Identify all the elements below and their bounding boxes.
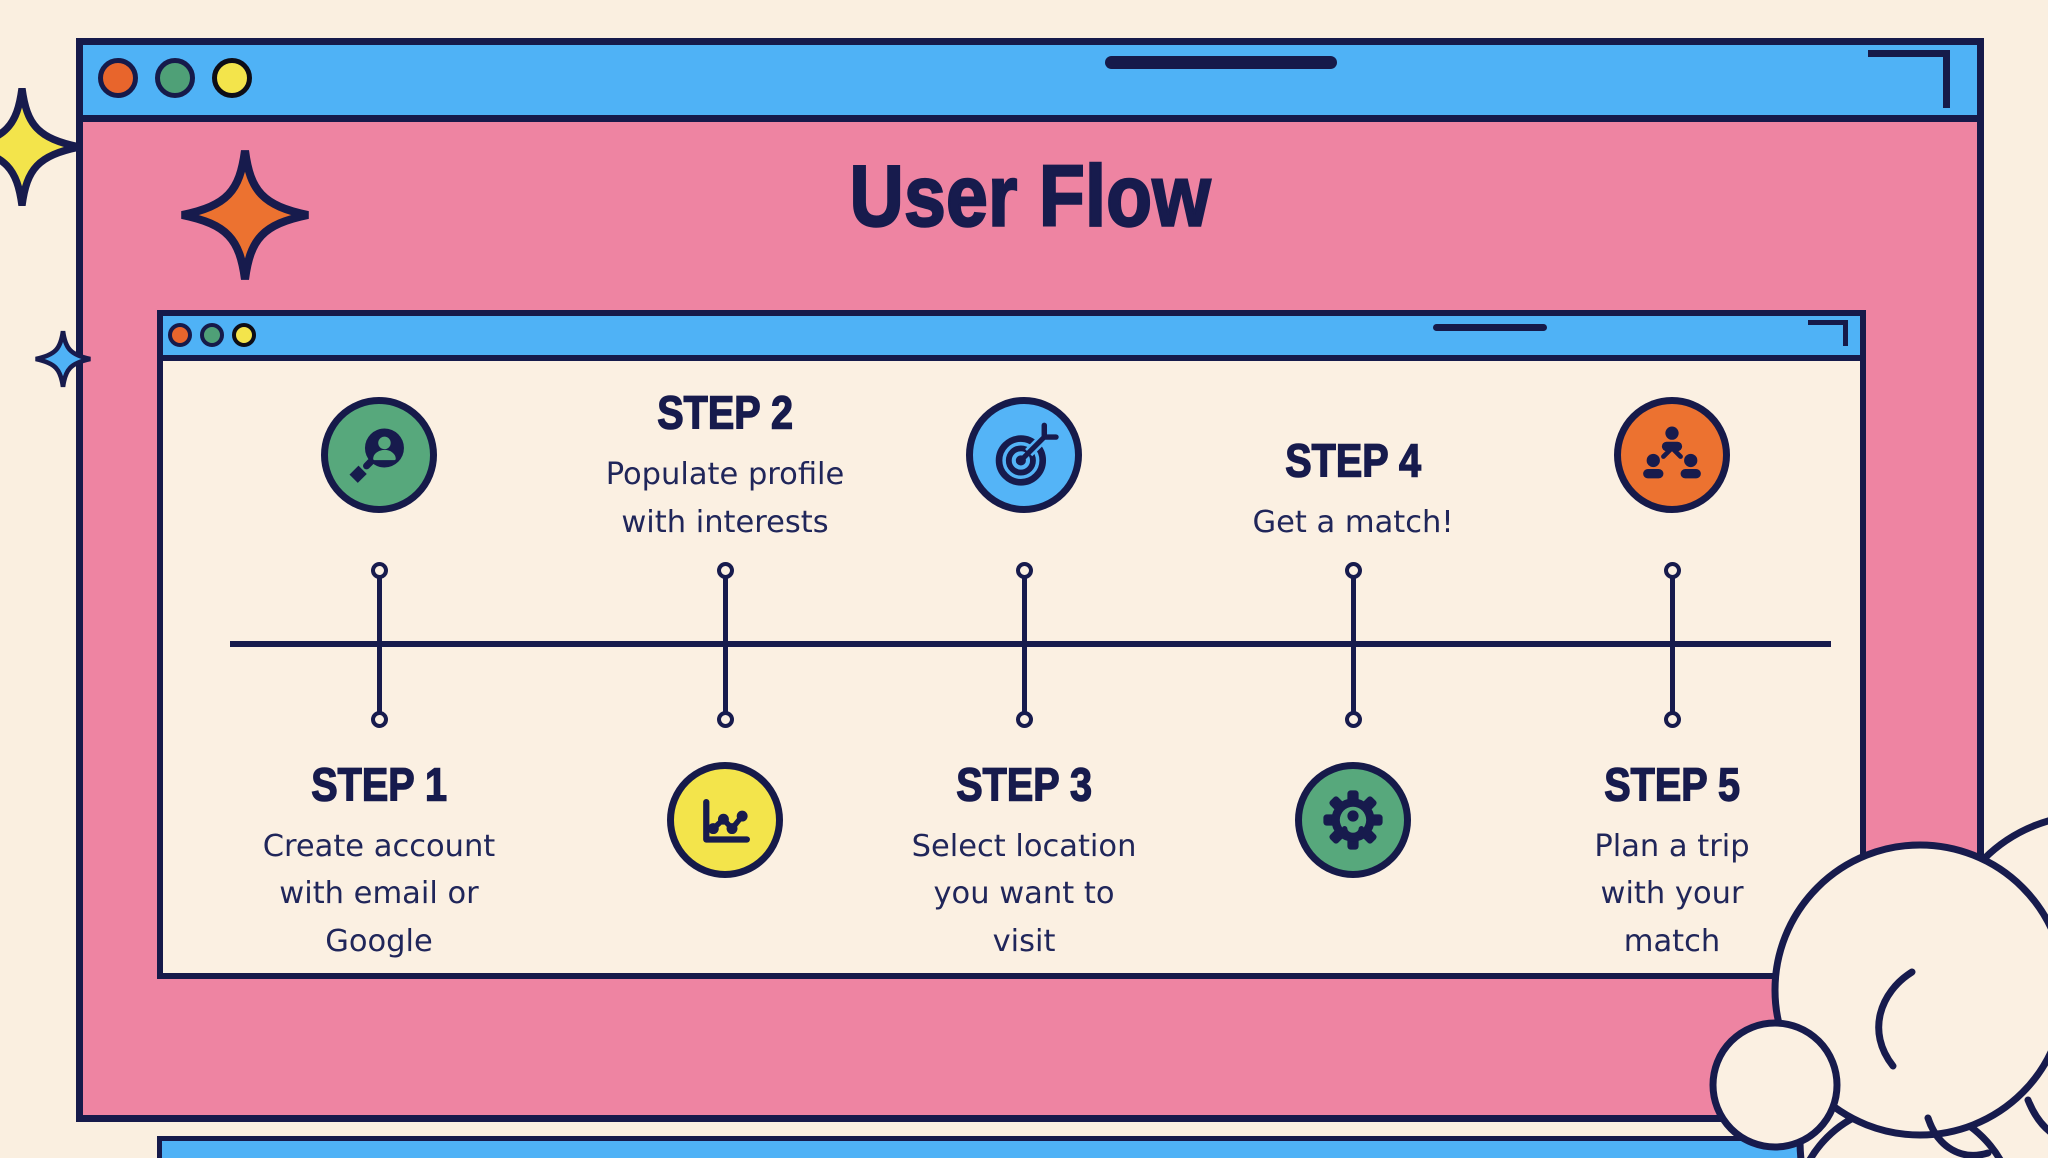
timeline-node (370, 562, 388, 579)
step4-icon-badge (1295, 762, 1411, 878)
step1-icon-badge (321, 397, 437, 513)
step1-text: STEP 1 Create account with email or Goog… (209, 757, 549, 965)
background-window-titlebar[interactable] (157, 1136, 1902, 1158)
step2-description: Populate profile with interests (605, 457, 845, 540)
timeline-stem (722, 571, 728, 720)
outer-window-titlebar (83, 45, 1977, 122)
step3-label: STEP 3 (956, 757, 1093, 812)
step2-label: STEP 2 (657, 386, 794, 440)
window-maximize-button[interactable] (232, 323, 256, 347)
step4-label: STEP 4 (1285, 433, 1422, 487)
step5-text: STEP 5 Plan a trip with your match (1502, 757, 1842, 965)
step4-text: STEP 4 Get a match! (1183, 352, 1523, 546)
team-icon (1643, 426, 1701, 479)
titlebar-corner-decoration (1868, 50, 1950, 108)
timeline-node (1344, 562, 1362, 579)
timeline-line (230, 641, 1831, 647)
line-chart-icon (703, 798, 750, 843)
outer-window-controls (98, 58, 252, 98)
titlebar-line-decoration (1433, 324, 1547, 331)
step5-label: STEP 5 (1604, 757, 1741, 812)
step4-description: Get a match! (1252, 504, 1454, 540)
timeline-node (1344, 711, 1362, 728)
step5-icon-badge (1614, 397, 1730, 513)
step2-text: STEP 2 Populate profile with interests (555, 352, 895, 546)
timeline-stem (1350, 571, 1356, 720)
window-minimize-button[interactable] (200, 323, 224, 347)
gear-user-icon (1323, 790, 1383, 850)
timeline-node (370, 711, 388, 728)
timeline-node (1015, 711, 1033, 728)
step2-icon-badge (667, 762, 783, 878)
page-title: User Flow (848, 147, 1211, 246)
titlebar-corner-decoration (1808, 320, 1848, 346)
timeline-stem (1021, 571, 1027, 720)
window-maximize-button[interactable] (212, 58, 252, 98)
timeline-node (1015, 562, 1033, 579)
step1-description: Create account with email or Google (262, 829, 496, 959)
timeline-node (1663, 562, 1681, 579)
timeline-node (716, 562, 734, 579)
inner-window-titlebar (163, 316, 1860, 361)
step5-description: Plan a trip with your match (1594, 829, 1750, 959)
timeline-stem (376, 571, 382, 720)
step1-label: STEP 1 (311, 757, 448, 812)
timeline-stem (1669, 571, 1675, 720)
window-close-button[interactable] (98, 58, 138, 98)
window-close-button[interactable] (168, 323, 192, 347)
target-dart-icon (995, 422, 1059, 486)
inner-window-controls (168, 323, 256, 347)
titlebar-line-decoration (1105, 56, 1337, 69)
timeline-node (1663, 711, 1681, 728)
step3-icon-badge (966, 397, 1082, 513)
step3-description: Select location you want to visit (911, 829, 1137, 959)
step3-text: STEP 3 Select location you want to visit (854, 757, 1194, 965)
user-search-icon (349, 428, 404, 483)
window-minimize-button[interactable] (155, 58, 195, 98)
timeline-node (716, 711, 734, 728)
